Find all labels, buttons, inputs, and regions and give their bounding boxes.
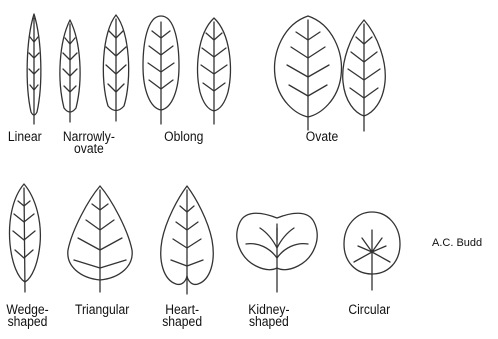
label-wedge-shaped-line2: shaped: [6, 316, 48, 328]
label-heart-shaped: Heart- shaped: [162, 304, 202, 328]
leaf-oblong: [143, 16, 179, 124]
label-wedge-shaped: Wedge- shaped: [6, 304, 48, 328]
leaf-heart-shaped: [161, 186, 213, 294]
leaf-kidney-shaped: [237, 213, 317, 292]
label-narrowly-ovate: Narrowly- ovate: [63, 131, 115, 155]
leaf-oblong-variant: [198, 18, 231, 124]
label-kidney-shaped-line2: shaped: [248, 316, 289, 328]
label-circular: Circular: [348, 304, 390, 316]
credit-text: A.C. Budd: [432, 237, 482, 249]
label-linear: Linear: [8, 131, 42, 143]
label-heart-shaped-line2: shaped: [162, 316, 202, 328]
label-ovate: Ovate: [306, 131, 338, 143]
leaf-triangular: [68, 186, 132, 292]
leaf-ovate-variant: [343, 20, 386, 131]
leaf-ovate: [275, 16, 342, 130]
label-kidney-shaped: Kidney- shaped: [248, 304, 289, 328]
leaf-narrowly-ovate-variant: [103, 15, 128, 121]
leaf-linear: [27, 14, 41, 124]
leaf-narrowly-ovate: [60, 20, 80, 122]
label-narrowly-ovate-line2: ovate: [63, 143, 115, 155]
label-oblong: Oblong: [164, 131, 203, 143]
leaf-circular: [344, 212, 400, 290]
label-triangular: Triangular: [75, 304, 129, 316]
leaf-wedge-shaped: [10, 184, 41, 292]
